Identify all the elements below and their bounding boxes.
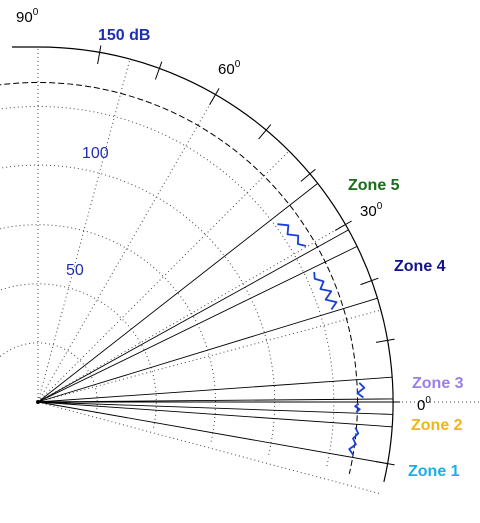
angle-tick xyxy=(334,220,352,231)
zones-layer xyxy=(36,183,394,465)
zone-label-zone-3: Zone 3 xyxy=(412,375,464,392)
radial-label-100: 100 xyxy=(82,145,109,162)
grid-circle xyxy=(0,106,335,469)
zone-boundary xyxy=(37,401,393,415)
angle-tick xyxy=(209,88,220,106)
origin-point xyxy=(36,400,40,404)
angle-tick xyxy=(97,45,102,65)
zone-boundary xyxy=(37,229,349,403)
zone-boundary xyxy=(37,401,393,428)
reference-arc xyxy=(0,81,358,475)
angle-label-90: 900 xyxy=(16,7,39,26)
angle-tick xyxy=(258,124,272,140)
angle-label-90-degree: 0 xyxy=(33,7,39,18)
radial-label-150: 150 dB xyxy=(98,27,150,44)
zone-label-zone-1: Zone 1 xyxy=(408,463,460,480)
zone-boundary xyxy=(37,297,378,403)
zone-curve xyxy=(356,382,366,399)
angle-label-60: 600 xyxy=(218,59,241,78)
zone-boundary xyxy=(37,183,318,403)
angle-label-0: 00 xyxy=(417,395,431,414)
zone-curve xyxy=(354,402,361,413)
grid-spoke xyxy=(37,401,382,495)
radial-label-50: 50 xyxy=(66,262,84,279)
grid-circle xyxy=(0,342,98,416)
zone-boundary xyxy=(37,401,388,465)
angle-label-0-degree: 0 xyxy=(425,395,431,406)
zone-label-zone-5: Zone 5 xyxy=(348,177,400,194)
grid-circle xyxy=(0,164,276,456)
zone-curve xyxy=(348,427,360,456)
zone-boundary xyxy=(37,398,394,403)
angle-tick xyxy=(300,168,316,182)
zone-boundary xyxy=(37,245,358,403)
angle-tick xyxy=(360,277,379,286)
zone-boundary xyxy=(37,376,393,403)
angle-label-60-degree: 0 xyxy=(235,59,241,70)
zone-curve xyxy=(313,271,338,311)
angle-tick xyxy=(154,61,163,80)
zone-label-zone-4: Zone 4 xyxy=(394,258,446,275)
grid-spoke xyxy=(37,309,382,403)
angle-label-30-degree: 0 xyxy=(377,201,383,212)
angle-tick xyxy=(375,338,395,343)
zone-curve xyxy=(277,223,307,247)
outer-arc xyxy=(12,46,394,483)
zone-label-zone-2: Zone 2 xyxy=(411,417,463,434)
angle-label-30: 300 xyxy=(360,201,383,220)
